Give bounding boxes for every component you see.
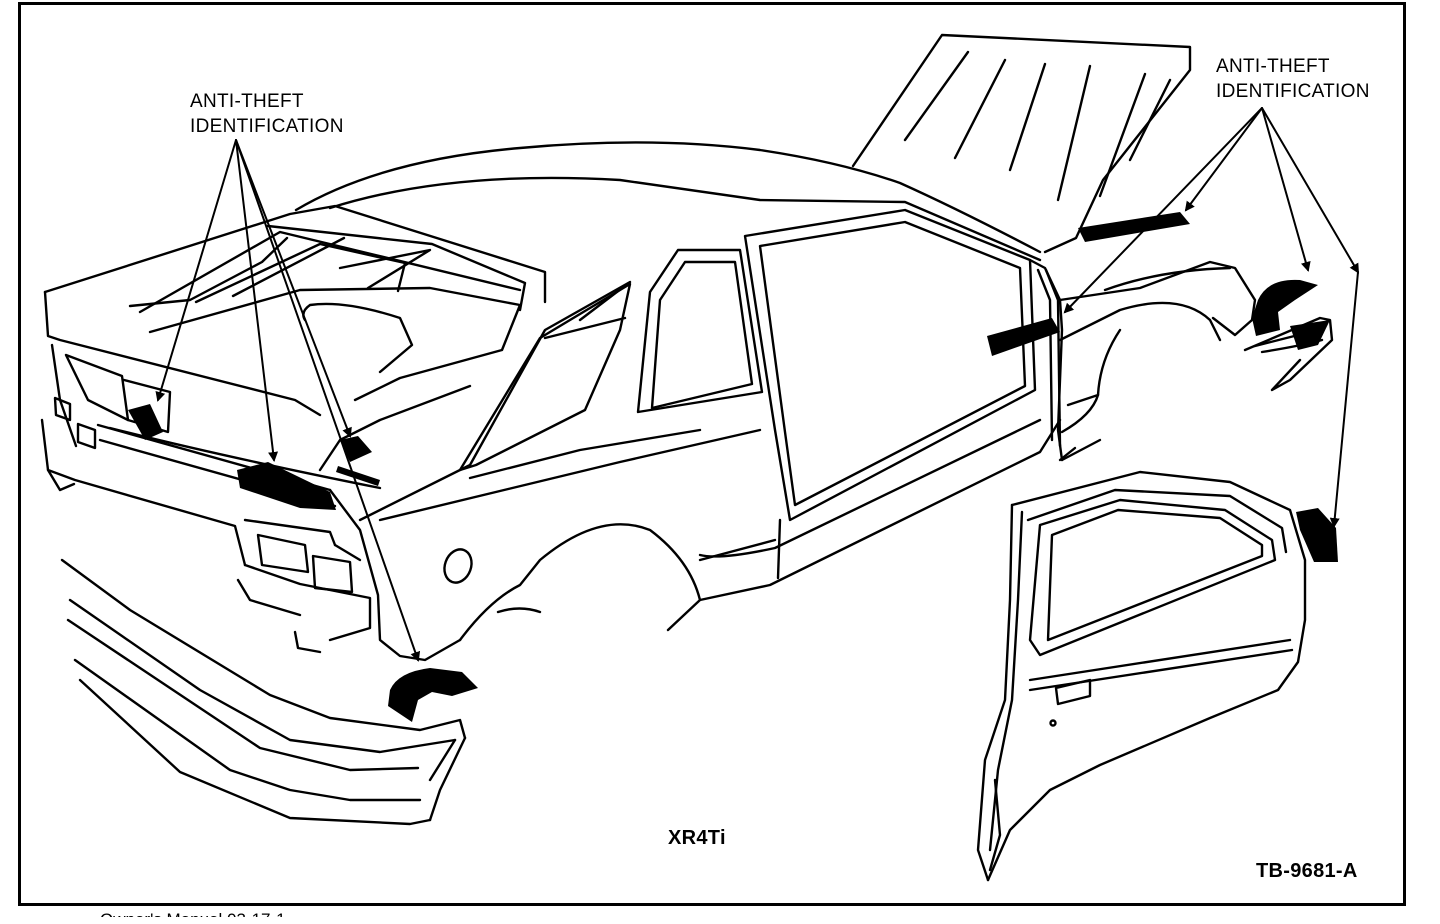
label-marker-hatch [128,404,163,440]
label-marker-fender [1252,279,1318,336]
label-marker-fender-inner [1290,320,1330,350]
leader-right-2 [1063,107,1263,314]
label-marker-strip [336,466,380,486]
leader-right-5 [1329,271,1359,528]
footer-reference: Owner's Manual 03-17-1 [100,910,286,924]
label-marker-rear-panel [237,462,336,510]
id-label-markers [128,212,1338,722]
model-caption: XR4Ti [668,827,726,849]
leader-left-2 [235,139,279,462]
anti-theft-label-left: ANTI-THEFT IDENTIFICATION [190,89,344,139]
label-right-line1: ANTI-THEFT [1216,56,1330,77]
label-marker-wheelhouse [388,668,478,722]
car-body-shell [40,141,1257,662]
label-marker-quarter [340,436,372,462]
leader-right-4 [1261,107,1360,274]
door-panel [976,470,1307,882]
rear-bumper [60,558,467,826]
leader-left-3 [235,139,352,438]
leader-left-4 [235,139,421,662]
figure-id-caption: TB-9681-A [1256,860,1358,882]
anti-theft-label-right: ANTI-THEFT IDENTIFICATION [1216,54,1370,104]
label-marker-hood [1078,212,1190,242]
label-right-line2: IDENTIFICATION [1216,81,1370,102]
leader-right-3 [1261,107,1311,272]
label-left-line2: IDENTIFICATION [190,116,344,137]
leader-left-1 [155,139,237,402]
label-left-line1: ANTI-THEFT [190,91,304,112]
diagram-frame [18,2,1406,906]
callout-leaders [155,107,1360,662]
label-marker-door [1296,508,1338,562]
label-marker-pillar [987,318,1060,356]
hood-panel [851,33,1192,254]
leader-right-1 [1184,107,1263,212]
